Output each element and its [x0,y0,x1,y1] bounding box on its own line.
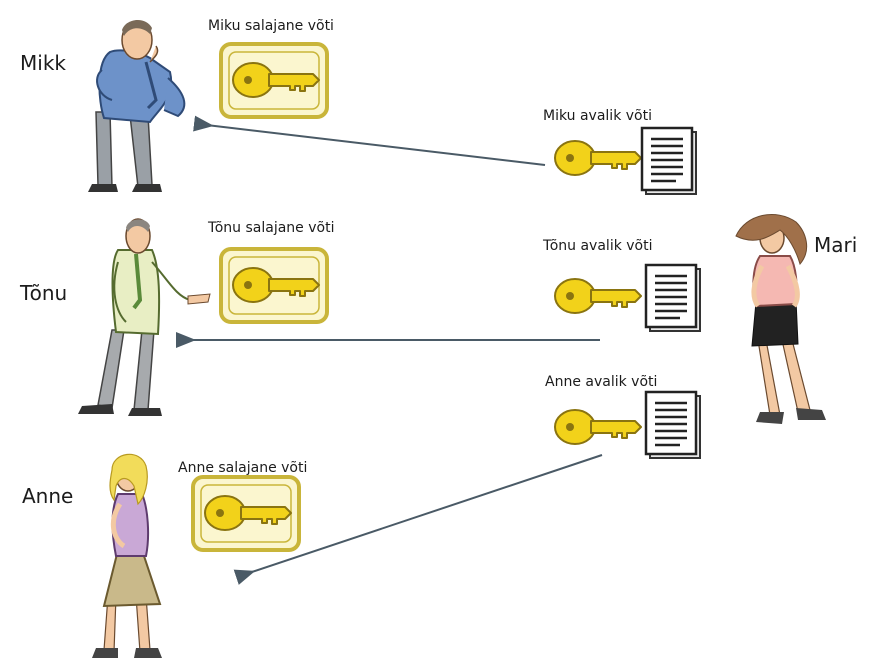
private-key-frame-anne [191,475,301,552]
person-name-mari: Mari [814,233,857,257]
public-key-icon-anne [554,409,642,445]
person-figure-anne [92,453,162,658]
arrow-anne [233,454,603,585]
public-key-label-anne: Anne avalik võti [545,374,657,390]
private-key-label-tonu: Tõnu salajane võti [207,220,334,236]
public-key-label-mikk: Miku avalik võti [543,108,652,124]
person-name-tonu: Tõnu [19,281,67,305]
person-figure-mari [735,214,826,424]
document-icon-tonu [644,263,702,333]
private-key-label-anne: Anne salajane võti [178,460,307,476]
private-key-label-mikk: Miku salajane võti [208,18,334,34]
private-key-frame-mikk [219,42,329,119]
person-figure-mikk [88,19,186,192]
person-name-mikk: Mikk [20,51,66,75]
private-key-frame-tonu [219,247,329,324]
public-key-label-tonu: Tõnu avalik võti [542,238,653,254]
arrow-mikk [193,115,546,166]
document-icon-anne [644,390,702,460]
person-figure-tonu [78,218,211,416]
public-key-icon-mikk [554,140,642,176]
public-key-icon-tonu [554,278,642,314]
document-icon-mikk [640,126,698,196]
person-name-anne: Anne [22,484,73,508]
